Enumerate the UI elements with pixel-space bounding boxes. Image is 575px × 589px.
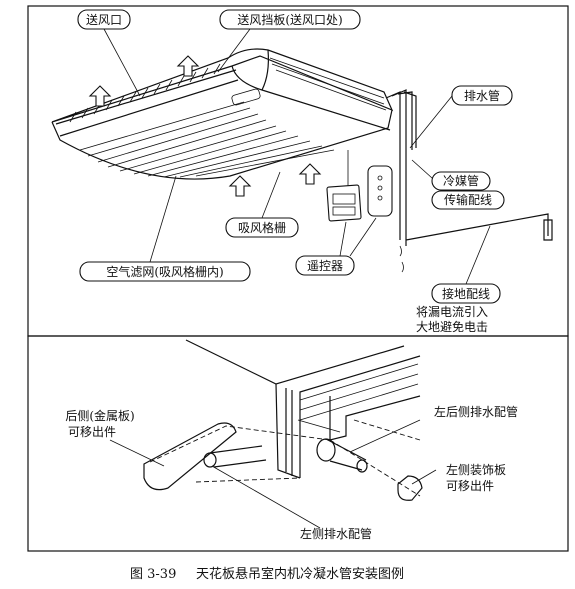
rear-panel-line2: 可移出件 (68, 425, 116, 439)
svg-text:吸风格栅: 吸风格栅 (238, 220, 286, 235)
outlet-arrow-2 (176, 55, 200, 77)
intake-arrow-1 (228, 175, 252, 197)
svg-text:左侧排水配管: 左侧排水配管 (300, 526, 372, 541)
label-intake-grille: 吸风格栅 (225, 171, 299, 238)
indoor-unit-drawing (51, 48, 394, 197)
pipes (385, 89, 553, 273)
label-air-filter: 空气滤网(吸风格栅内) (79, 175, 251, 282)
label-rear-panel: 后侧(金属板) 可移出件 (65, 408, 165, 467)
svg-text:送风口: 送风口 (86, 12, 122, 27)
label-air-baffle: 送风挡板(送风口处) (217, 9, 361, 73)
label-drain-pipe: 排水管 (409, 85, 513, 149)
louvre-slats (69, 63, 221, 123)
ground-note-line2: 大地避免电击 (416, 319, 488, 334)
bottom-panel-frame (27, 335, 569, 552)
intake-grille-hatch (79, 101, 335, 178)
left-panel-line2: 可移出件 (446, 479, 494, 493)
label-air-outlet: 送风口 (77, 9, 141, 97)
svg-text:排水管: 排水管 (464, 88, 500, 103)
drain-detail-drawing (143, 339, 423, 501)
svg-text:左后侧排水配管: 左后侧排水配管 (434, 404, 518, 419)
svg-text:遥控器: 遥控器 (307, 259, 343, 273)
svg-text:传输配线: 传输配线 (444, 192, 492, 207)
label-left-rear-drain: 左后侧排水配管 (349, 404, 518, 453)
intake-arrow-2 (298, 163, 322, 185)
figure-number: 图 3-39 (130, 567, 176, 582)
label-refrigerant-pipe: 冷媒管 (411, 159, 491, 191)
label-remote-control: 遥控器 (295, 217, 377, 276)
rear-panel-line1: 后侧(金属板) (65, 408, 134, 423)
svg-text:空气滤网(吸风格栅内): 空气滤网(吸风格栅内) (106, 264, 223, 279)
label-transmission-wire: 传输配线 (431, 190, 505, 210)
svg-text:接地配线: 接地配线 (442, 286, 490, 301)
remote-controls (326, 150, 393, 222)
figure-title: 天花板悬吊室内机冷凝水管安装图例 (196, 566, 404, 582)
label-left-drain: 左侧排水配管 (211, 465, 372, 541)
label-ground-wire: 接地配线 (431, 225, 501, 304)
svg-text:冷媒管: 冷媒管 (443, 173, 479, 188)
svg-text:送风挡板(送风口处): 送风挡板(送风口处) (237, 12, 342, 27)
ground-note-line1: 将漏电流引入 (416, 305, 488, 319)
label-left-panel: 左侧装饰板 可移出件 (411, 462, 506, 493)
left-panel-line1: 左侧装饰板 (446, 462, 506, 477)
outlet-arrow-1 (88, 85, 112, 107)
